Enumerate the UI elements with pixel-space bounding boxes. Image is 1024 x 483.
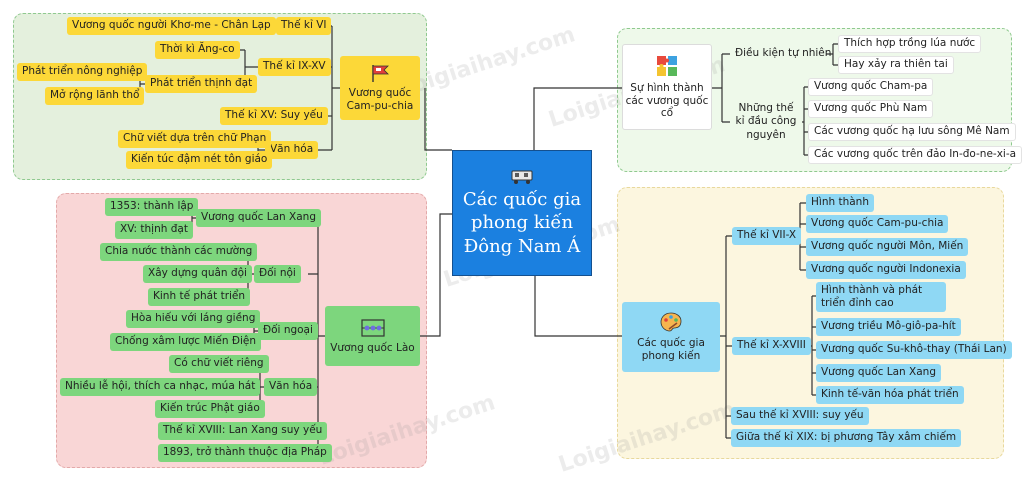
node-the-ki-vii-x[interactable]: Thế kỉ VII-X (732, 227, 802, 245)
node-chu-viet-rieng[interactable]: Có chữ viết riêng (169, 355, 269, 373)
central-topic-title: Các quốc gia phong kiến Đông Nam Á (462, 188, 582, 257)
node-lan-xang[interactable]: Vương quốc Lan Xang (196, 209, 321, 227)
node-kien-truc-ton-giao[interactable]: Kiến túc đậm nét tôn giáo (126, 151, 273, 169)
node-the-ki-vi[interactable]: Thế kỉ VI (276, 17, 332, 35)
node-phu-nam[interactable]: Vương quốc Phù Nam (808, 100, 934, 118)
node-nhung-the-ki[interactable]: Những thế kỉ đầu công nguyên (735, 102, 797, 141)
node-dieu-kien[interactable]: Điều kiện tự nhiên (735, 47, 832, 60)
node-le-hoi[interactable]: Nhiều lễ hội, thích ca nhạc, múa hát (60, 378, 261, 396)
hub-lao[interactable]: Vương quốc Lào (325, 306, 420, 366)
node-the-ki-xv[interactable]: Thế kỉ XV: Suy yếu (220, 107, 328, 125)
central-topic[interactable]: Các quốc gia phong kiến Đông Nam Á (452, 150, 592, 276)
node-chia-nuoc[interactable]: Chia nước thành các mường (100, 243, 258, 261)
node-indonesia-dao[interactable]: Các vương quốc trên đảo In-đo-ne-xi-a (808, 146, 1023, 164)
node-van-hoa-campuchia[interactable]: Văn hóa (265, 141, 319, 159)
node-mon-mien[interactable]: Vương quốc người Môn, Miến (806, 238, 969, 256)
hub-phong-kien[interactable]: Các quốc gia phong kiến (622, 302, 720, 372)
hub-hinh-thanh[interactable]: Sự hình thành các vương quốc cổ (622, 44, 712, 130)
palette-icon (660, 313, 682, 332)
node-chu-viet-phan[interactable]: Chữ viết dựa trên chữ Phạn (118, 130, 272, 148)
node-doi-noi[interactable]: Đối nội (254, 265, 301, 283)
node-lan-xang-pk[interactable]: Vương quốc Lan Xang (816, 364, 941, 382)
hub-campuchia-label: Vương quốc Cam-pu-chia (346, 87, 414, 112)
node-dinh-cao[interactable]: Hình thành và phát triển đỉnh cao (816, 282, 946, 312)
cart-icon (511, 170, 533, 184)
node-angco[interactable]: Thời kì Ăng-co (155, 41, 240, 59)
node-kinh-te-lao[interactable]: Kinh tế phát triển (148, 288, 251, 306)
node-nong-nghiep[interactable]: Phát triển nông nghiệp (17, 63, 148, 81)
puzzle-icon (657, 56, 677, 77)
hub-hinh-thanh-label: Sự hình thành các vương quốc cổ (625, 82, 709, 120)
node-quan-doi[interactable]: Xây dựng quân đội (143, 265, 252, 283)
node-hoa-hieu[interactable]: Hòa hiếu với láng giềng (126, 310, 261, 328)
hub-campuchia[interactable]: Vương quốc Cam-pu-chia (340, 56, 420, 120)
node-sau-the-ki-xviii[interactable]: Sau thế kỉ XVIII: suy yếu (731, 407, 869, 425)
node-lanh-tho[interactable]: Mở rộng lãnh thổ (45, 87, 145, 105)
node-hinh-thanh-pk[interactable]: Hình thành (806, 194, 874, 212)
node-indonexia[interactable]: Vương quốc người Indonexia (806, 261, 966, 279)
node-thinh-dat[interactable]: Phát triển thịnh đạt (145, 75, 258, 93)
node-1353[interactable]: 1353: thành lập (105, 198, 199, 216)
node-campuchia-pk[interactable]: Vương quốc Cam-pu-chia (806, 215, 949, 233)
node-champa[interactable]: Vương quốc Cham-pa (808, 78, 934, 96)
node-mo-gio-pa-hit[interactable]: Vương triều Mô-giô-pa-hít (816, 318, 961, 336)
node-su-kho-thay[interactable]: Vương quốc Su-khô-thay (Thái Lan) (816, 341, 1012, 359)
node-lua-nuoc[interactable]: Thích hợp trồng lúa nước (838, 35, 982, 53)
node-giua-the-ki-xix[interactable]: Giữa thế kỉ XIX: bị phương Tây xâm chiếm (731, 429, 962, 447)
hub-phong-kien-label: Các quốc gia phong kiến (637, 337, 705, 362)
node-khome[interactable]: Vương quốc người Khơ-me - Chân Lạp (67, 17, 276, 35)
node-thien-tai[interactable]: Hay xảy ra thiên tai (838, 56, 954, 74)
abacus-icon (360, 319, 385, 337)
node-the-ki-ix-xv[interactable]: Thế kỉ IX-XV (258, 58, 331, 76)
node-kien-truc-phat-giao[interactable]: Kiến trúc Phật giáo (155, 400, 265, 418)
node-doi-ngoai[interactable]: Đối ngoại (258, 322, 318, 340)
node-me-nam[interactable]: Các vương quốc hạ lưu sông Mê Nam (808, 123, 1016, 141)
node-1893[interactable]: 1893, trở thành thuộc địa Pháp (158, 444, 332, 462)
node-van-hoa-lao[interactable]: Văn hóa (264, 378, 318, 396)
hub-lao-label: Vương quốc Lào (330, 341, 415, 354)
flag-icon (372, 65, 389, 83)
node-the-ki-xviii-lao[interactable]: Thế kỉ XVIII: Lan Xang suy yếu (158, 422, 328, 440)
node-xv-thinh-dat[interactable]: XV: thịnh đạt (115, 221, 193, 239)
node-chong-xam-luoc[interactable]: Chống xâm lược Miến Điện (110, 333, 261, 351)
node-the-ki-x-xviii[interactable]: Thế kỉ X-XVIII (732, 337, 811, 355)
node-kinh-te-van-hoa[interactable]: Kinh tế-văn hóa phát triển (816, 386, 964, 404)
